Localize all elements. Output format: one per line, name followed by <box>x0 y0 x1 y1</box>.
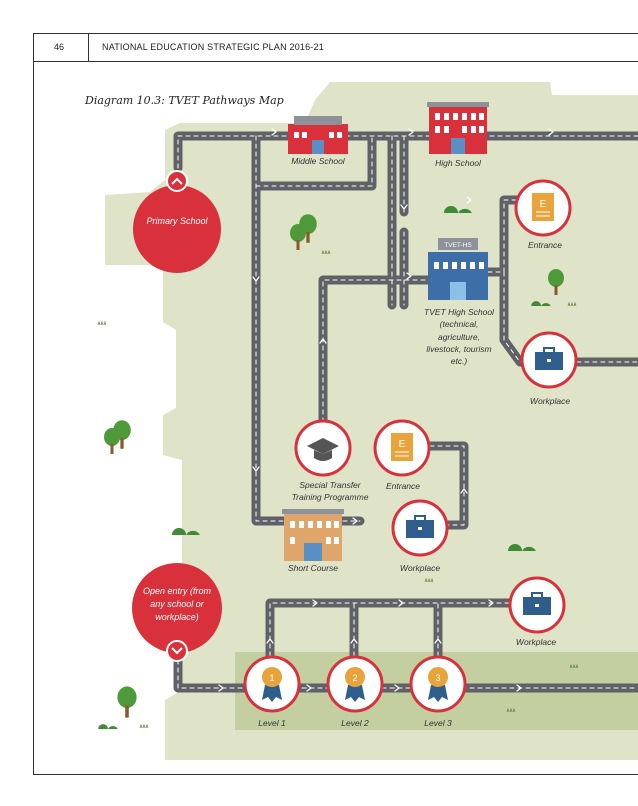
header-rule <box>33 61 638 62</box>
svg-text:3: 3 <box>435 673 440 683</box>
tvet-high-school-label: TVET High School (technical, agriculture… <box>424 307 494 367</box>
level-3-label: Level 3 <box>424 718 452 728</box>
workplace-mid-label: Workplace <box>399 563 441 573</box>
workplace-low-label: Workplace <box>515 637 557 647</box>
level-3-node: 3 <box>409 655 467 713</box>
level-2-label: Level 2 <box>341 718 369 728</box>
open-entry-label: Open entry (from any school or workplace… <box>142 586 212 623</box>
svg-text:E: E <box>540 199 547 210</box>
workplace-low-node <box>508 576 566 634</box>
workplace-right-node <box>520 331 578 389</box>
diagram-title: Diagram 10.3: TVET Pathways Map <box>85 94 284 107</box>
briefcase-icon <box>523 592 551 615</box>
chevron-up-icon <box>171 177 183 185</box>
medal-icon: 1 <box>262 667 282 702</box>
chevron-down-icon <box>171 647 183 655</box>
page-number: 46 <box>54 42 65 52</box>
entrance-mid-node: E <box>373 419 431 477</box>
medal-icon: 2 <box>345 667 365 702</box>
short-course-label: Short Course <box>287 563 339 573</box>
workplace-right-label: Workplace <box>529 396 571 406</box>
document-icon: E <box>532 193 554 221</box>
open-entry-node <box>132 563 222 662</box>
briefcase-icon <box>406 515 434 538</box>
level-1-label: Level 1 <box>258 718 286 728</box>
document-icon: E <box>391 433 413 461</box>
middle-school-building-icon <box>288 116 348 154</box>
svg-text:E: E <box>399 439 406 450</box>
tvet-sign-text: TVET-HS <box>444 242 472 249</box>
entrance-top-node: E <box>514 179 572 237</box>
tvet-high-school-building-icon: TVET-HS <box>428 238 488 300</box>
level-1-node: 1 <box>243 655 301 713</box>
primary-school-node <box>133 170 221 273</box>
entrance-top-label: Entrance <box>527 240 563 250</box>
middle-school-label: Middle School <box>291 156 345 166</box>
high-school-label: High School <box>435 158 481 168</box>
high-school-building-icon <box>427 102 489 154</box>
svg-text:2: 2 <box>352 673 357 683</box>
medal-icon: 3 <box>428 667 448 702</box>
graduation-cap-icon <box>307 438 339 461</box>
level-2-node: 2 <box>326 655 384 713</box>
short-course-building-icon <box>282 509 344 561</box>
briefcase-icon <box>535 347 563 370</box>
special-transfer-node <box>294 419 352 477</box>
entrance-mid-label: Entrance <box>385 481 421 491</box>
map-area: TVET-HS E <box>97 82 638 760</box>
page-frame <box>33 33 638 775</box>
workplace-mid-node <box>391 499 449 557</box>
primary-school-label: Primary School <box>146 216 208 226</box>
special-transfer-label: Special Transfer Training Programme <box>291 480 369 503</box>
svg-text:1: 1 <box>269 673 274 683</box>
running-head: NATIONAL EDUCATION STRATEGIC PLAN 2016-2… <box>102 42 324 52</box>
header-separator <box>88 33 89 61</box>
